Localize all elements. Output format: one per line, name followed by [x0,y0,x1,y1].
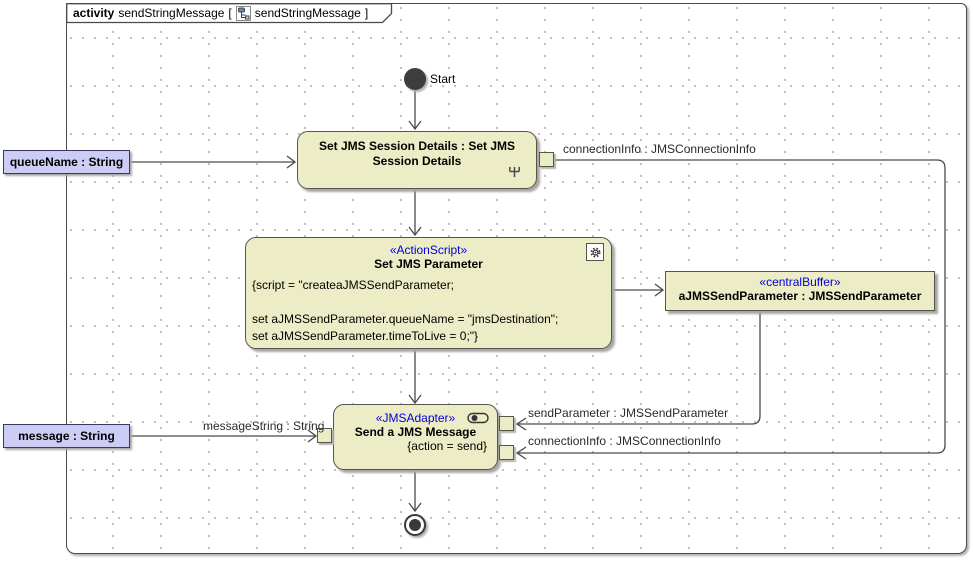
script-line: set aJMSSendParameter.timeToLive = 0;"} [252,329,479,343]
edge-label-connectioninfo-bottom[interactable]: connectionInfo : JMSConnectionInfo [528,434,721,448]
script-line: {script = "createaJMSSendParameter; [252,278,455,292]
frame-name: sendStringMessage [118,6,225,20]
frame-bracket-open: [ [228,6,232,20]
adapter-icon [467,411,489,429]
gear-icon [586,243,604,261]
action-set-jms-parameter[interactable]: «ActionScript» Set JMS Parameter {script… [245,237,612,349]
centralbuffer-stereotype: «centralBuffer» [759,275,841,289]
activity-final-dot [409,519,421,531]
centralbuffer-name: aJMSSendParameter : JMSSendParameter [678,289,922,303]
frame-title: activity sendStringMessage [ sendStringM… [73,5,368,21]
jmsadapter-name: Send a JMS Message [354,425,477,439]
edge-label-connectioninfo-top[interactable]: connectionInfo : JMSConnectionInfo [563,142,756,156]
pin-connectioninfo-in[interactable] [499,445,514,460]
action-set-jms-session-details[interactable]: Set JMS Session Details : Set JMS Sessio… [297,131,537,189]
edge-label-messagestring[interactable]: messageString : String [203,419,325,433]
actionscript-stereotype: «ActionScript» [389,243,468,257]
actionscript-name: Set JMS Parameter [374,257,483,271]
initial-node[interactable] [404,68,426,90]
pin-connectioninfo-out[interactable] [539,152,554,167]
activity-final-node[interactable] [404,514,426,536]
initial-node-label[interactable]: Start [430,72,456,86]
jmsadapter-constraint: {action = send} [407,439,487,453]
script-line [246,294,611,311]
pin-messagestring-in[interactable] [317,428,332,443]
edge-label-sendparameter[interactable]: sendParameter : JMSSendParameter [528,406,729,420]
jmsadapter-stereotype: «JMSAdapter» [375,411,456,425]
frame-bracket-close: ] [364,6,369,20]
activity-diagram-icon [235,5,251,21]
frame-keyword: activity [73,6,115,20]
parameter-queuename[interactable]: queueName : String [3,150,130,174]
rake-icon [507,164,522,184]
pin-sendparameter-in[interactable] [499,416,514,431]
action-name: Set JMS Session Details : Set JMS Sessio… [318,139,516,168]
action-send-jms-message[interactable]: «JMSAdapter» Send a JMS Message {action … [333,404,498,470]
parameter-message[interactable]: message : String [3,424,130,448]
script-line: set aJMSSendParameter.queueName = "jmsDe… [252,312,559,326]
central-buffer-node[interactable]: «centralBuffer» aJMSSendParameter : JMSS… [665,271,935,311]
frame-diagram-name: sendStringMessage [254,6,361,20]
